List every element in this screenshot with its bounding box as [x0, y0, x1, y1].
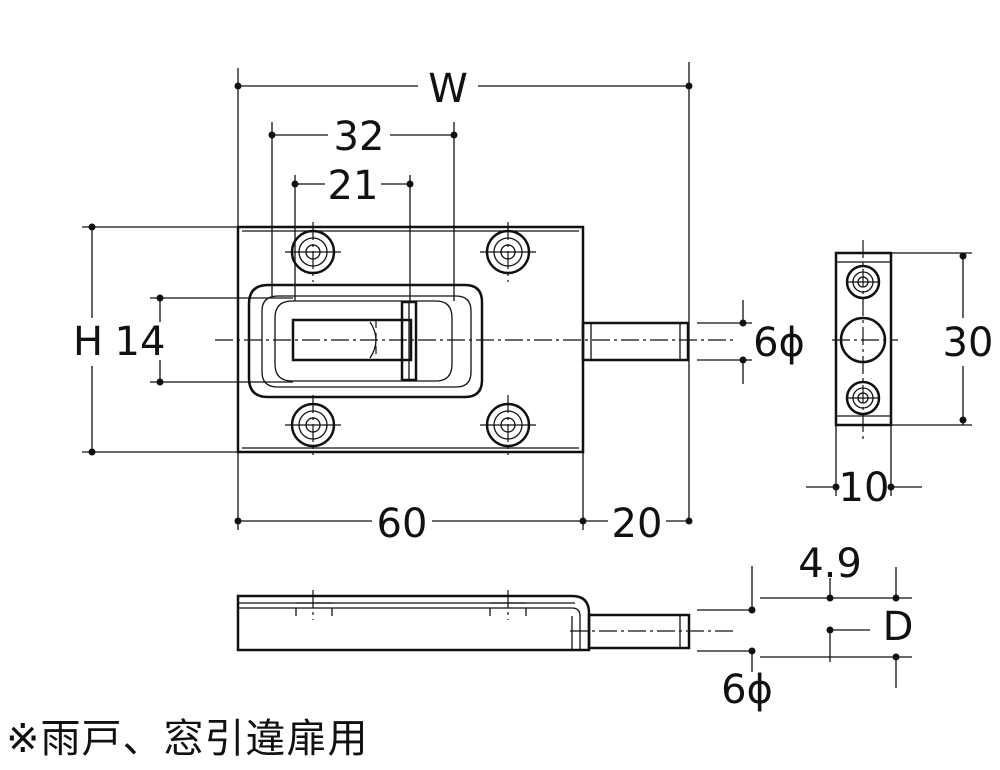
bolt-guide-housing: [247, 283, 484, 399]
dim-label-32: 32: [334, 114, 385, 160]
dim-label-14: 14: [115, 319, 166, 365]
dim-label-4-9: 4.9: [798, 541, 862, 587]
side-view: [832, 240, 898, 440]
bottom-plate: [236, 594, 591, 652]
bottom-view: [236, 590, 735, 652]
dimension-lines-side: [806, 252, 972, 496]
dim-label-W: W: [428, 66, 468, 112]
dim-label-20: 20: [612, 501, 663, 547]
front-view: [215, 222, 735, 455]
bolt-slot: [291, 318, 413, 362]
dim-label-30: 30: [943, 320, 994, 366]
dimension-lines-bottom: [697, 566, 912, 688]
dim-label-10: 10: [839, 465, 890, 511]
screw-hole-bottom-left: [285, 395, 341, 455]
dimension-lines-front: [82, 62, 752, 530]
dim-label-pin-dia-side: 6ϕ: [721, 667, 773, 713]
screw-hole-top-right: [480, 222, 536, 282]
dim-label-21: 21: [328, 163, 379, 209]
usage-note: ※雨戸、窓引違扉用: [6, 716, 369, 762]
dim-label-pin-dia-top: 6ϕ: [753, 320, 805, 366]
dim-label-60: 60: [377, 501, 428, 547]
bolt-pin: [581, 321, 690, 362]
dim-label-H: H: [73, 319, 103, 365]
screw-hole-top-left: [285, 222, 341, 282]
screw-hole-bottom-right: [480, 395, 536, 455]
dim-label-D: D: [883, 604, 914, 650]
